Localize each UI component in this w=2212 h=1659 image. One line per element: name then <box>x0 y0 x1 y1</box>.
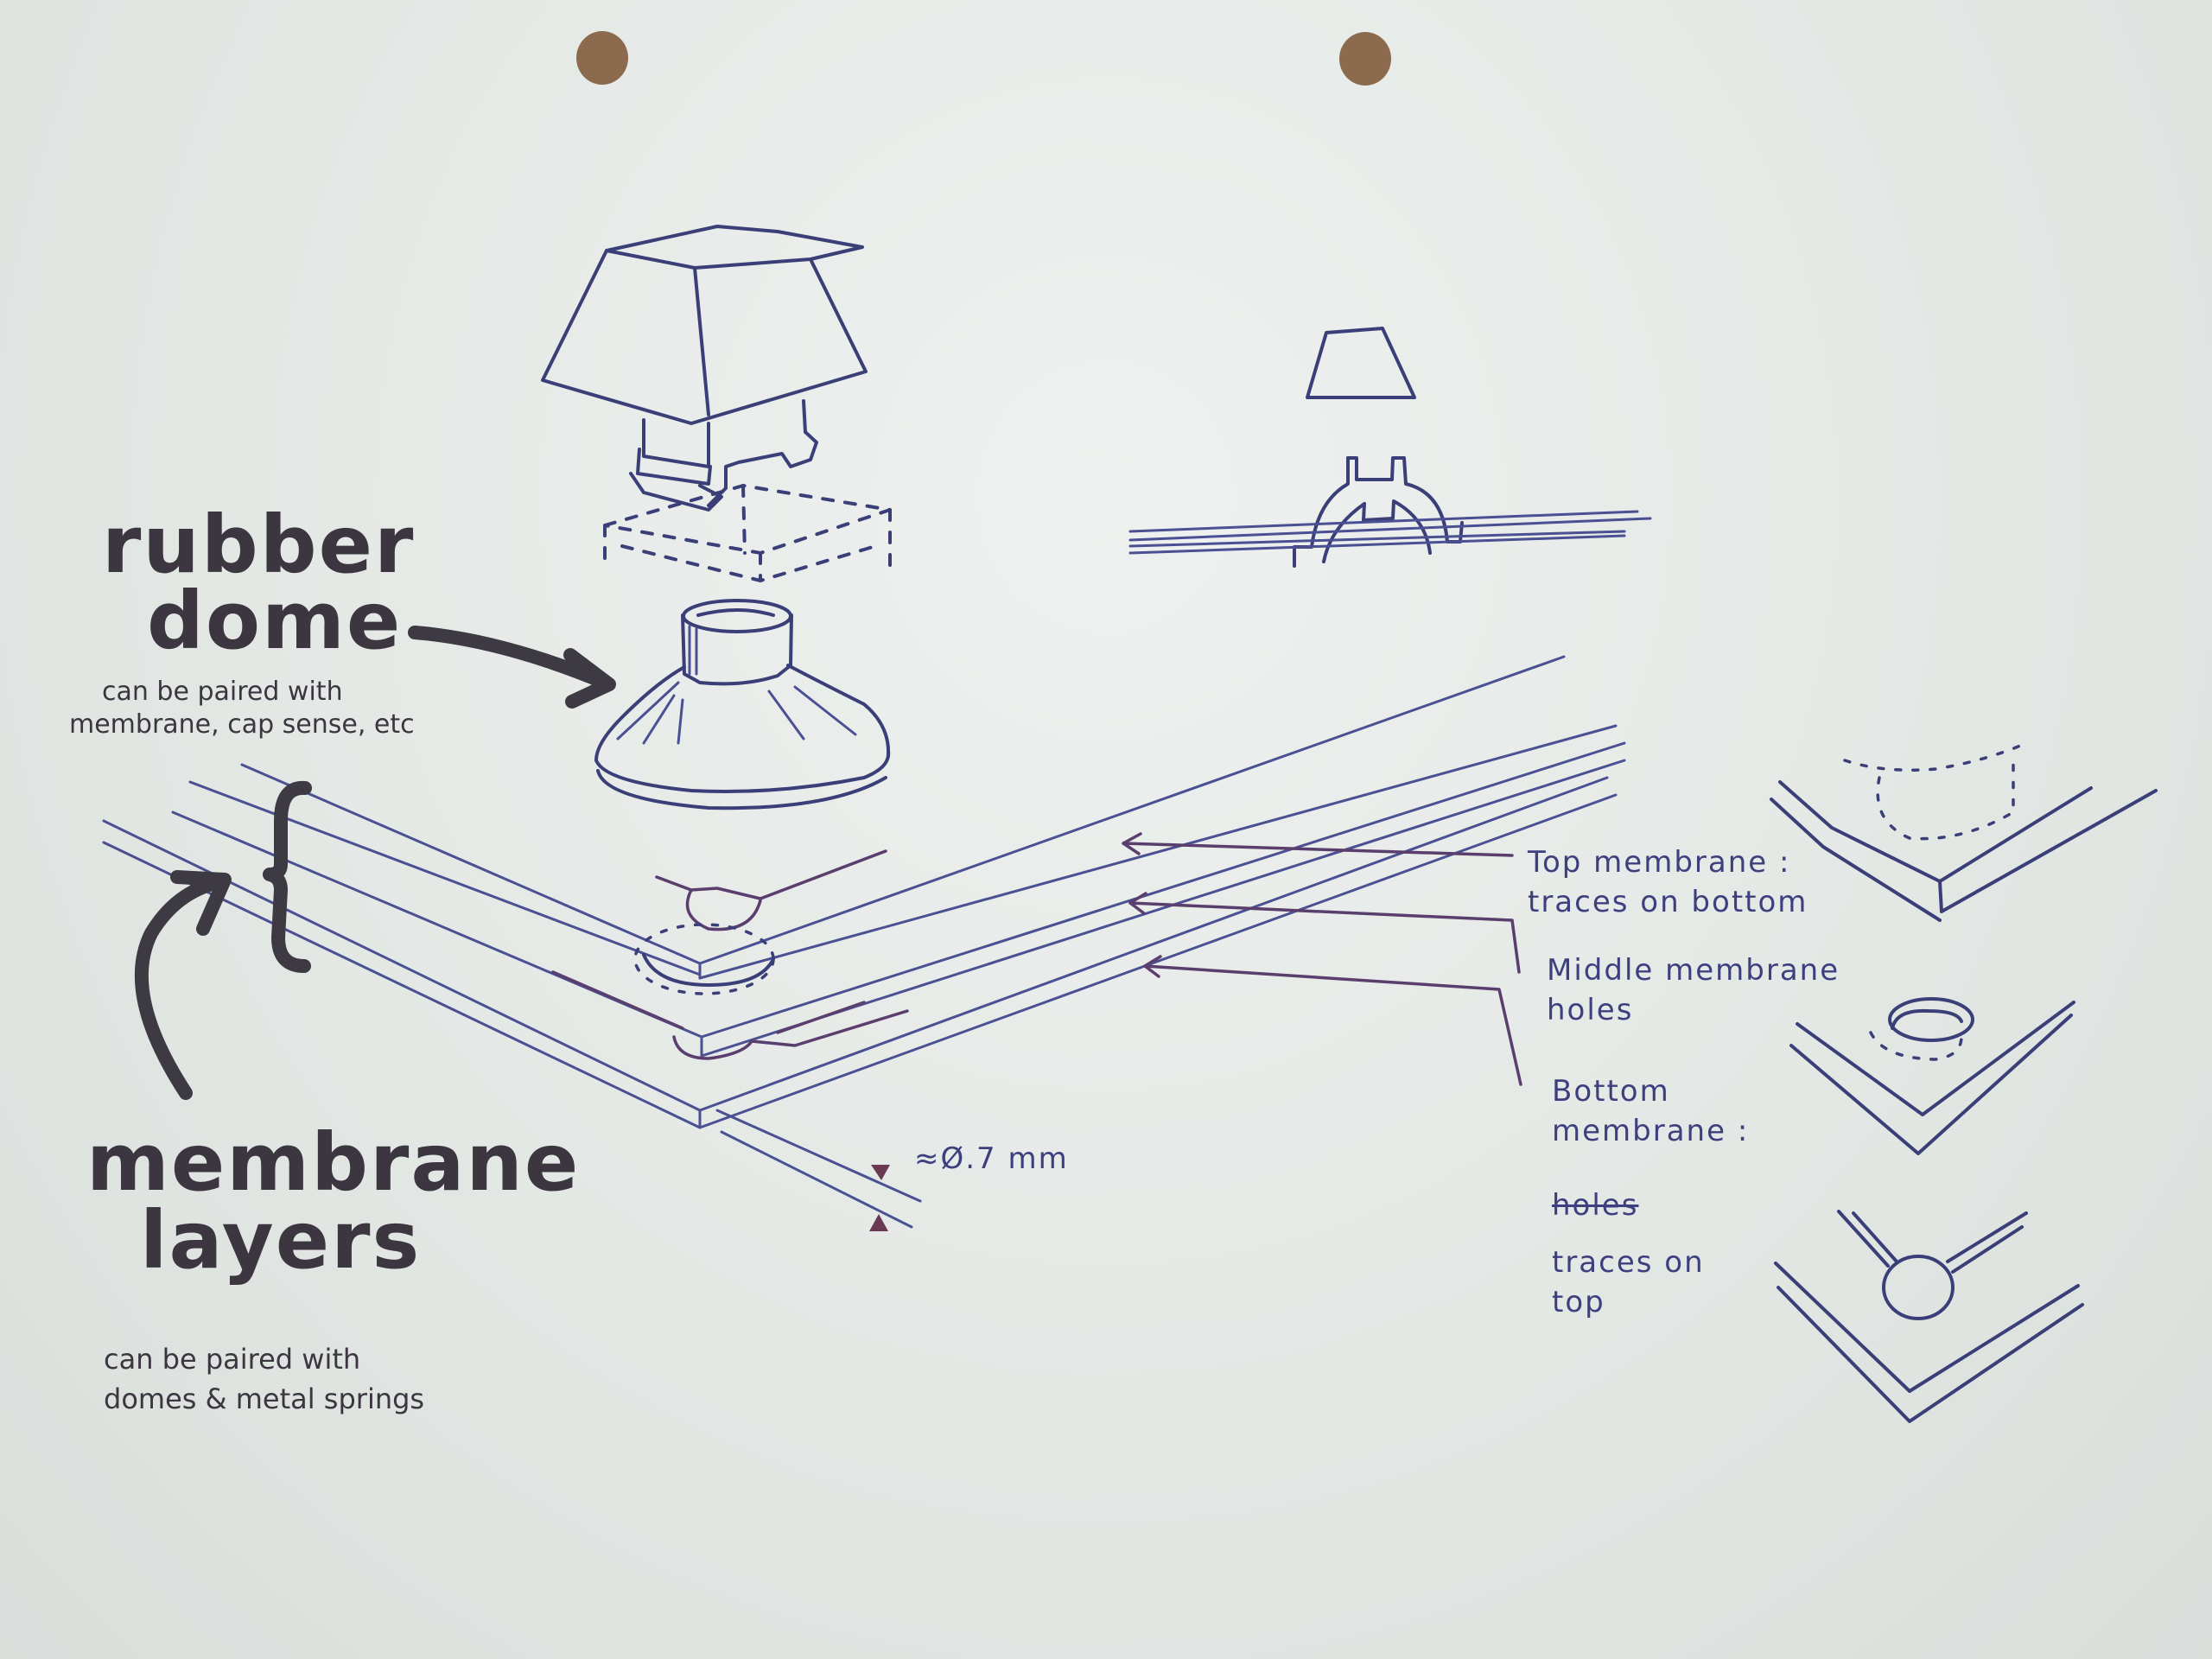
thickness-dimension-label: ≈Ø.7 mm <box>914 1141 1069 1176</box>
rubber-dome-heading: rubber dome <box>102 505 415 661</box>
callout-bottom-membrane: Bottom membrane : holes traces on top <box>1552 1071 1749 1322</box>
callout-leaders <box>1122 832 1522 1086</box>
bottom-membrane-mini-icon <box>1774 1210 2084 1423</box>
membrane-layers-heading-line2: layers <box>140 1194 422 1287</box>
rubber-dome-heading-line2: dome <box>147 575 403 667</box>
rubber-dome-heading-line1: rubber <box>102 499 416 591</box>
rubber-dome-subtitle: can be paired with membrane, cap sense, … <box>69 676 415 741</box>
cross-section-drawing-icon <box>1128 327 1652 568</box>
pin-right-icon <box>1339 32 1391 86</box>
membrane-layers-subtitle: can be paired with domes & metal springs <box>104 1339 424 1419</box>
callout-bottom-membrane-line3: traces on <box>1552 1245 1705 1280</box>
membrane-layers-heading: membrane layers <box>86 1123 580 1281</box>
membrane-layers-drawing-icon <box>102 655 1626 1231</box>
membrane-layers-heading-line1: membrane <box>86 1116 581 1209</box>
callout-middle-membrane-line1: Middle membrane <box>1547 953 1840 988</box>
callout-bottom-membrane-struck-text: holes <box>1552 1188 1639 1223</box>
dashed-slider-drawing-icon <box>603 483 892 583</box>
callout-middle-membrane-line2: holes <box>1547 993 1634 1027</box>
arrow-to-membrane-icon <box>134 870 232 1100</box>
callout-middle-membrane: Middle membrane holes <box>1547 950 1840 1030</box>
callout-bottom-membrane-line1: Bottom <box>1552 1074 1670 1109</box>
membrane-layers-subtitle-line1: can be paired with <box>104 1343 361 1376</box>
callout-bottom-membrane-line2: membrane : <box>1552 1114 1750 1148</box>
callout-top-membrane-line1: Top membrane : <box>1528 845 1791 880</box>
callout-top-membrane: Top membrane : traces on bottom <box>1528 842 1808 922</box>
callout-bottom-membrane-line4: top <box>1552 1285 1605 1319</box>
middle-membrane-mini-icon <box>1789 997 2075 1155</box>
rubber-dome-subtitle-line2: membrane, cap sense, etc <box>69 709 415 740</box>
rubber-dome-drawing-icon <box>594 599 891 810</box>
brace-icon <box>263 780 312 973</box>
pin-left-icon <box>576 31 628 85</box>
rubber-dome-subtitle-line1: can be paired with <box>102 677 343 707</box>
membrane-layers-subtitle-line2: domes & metal springs <box>104 1382 425 1415</box>
top-membrane-mini-icon <box>1770 741 2158 922</box>
callout-top-membrane-line2: traces on bottom <box>1528 885 1808 919</box>
keycap-drawing-icon <box>541 225 868 512</box>
arrow-to-dome-icon <box>408 626 616 709</box>
